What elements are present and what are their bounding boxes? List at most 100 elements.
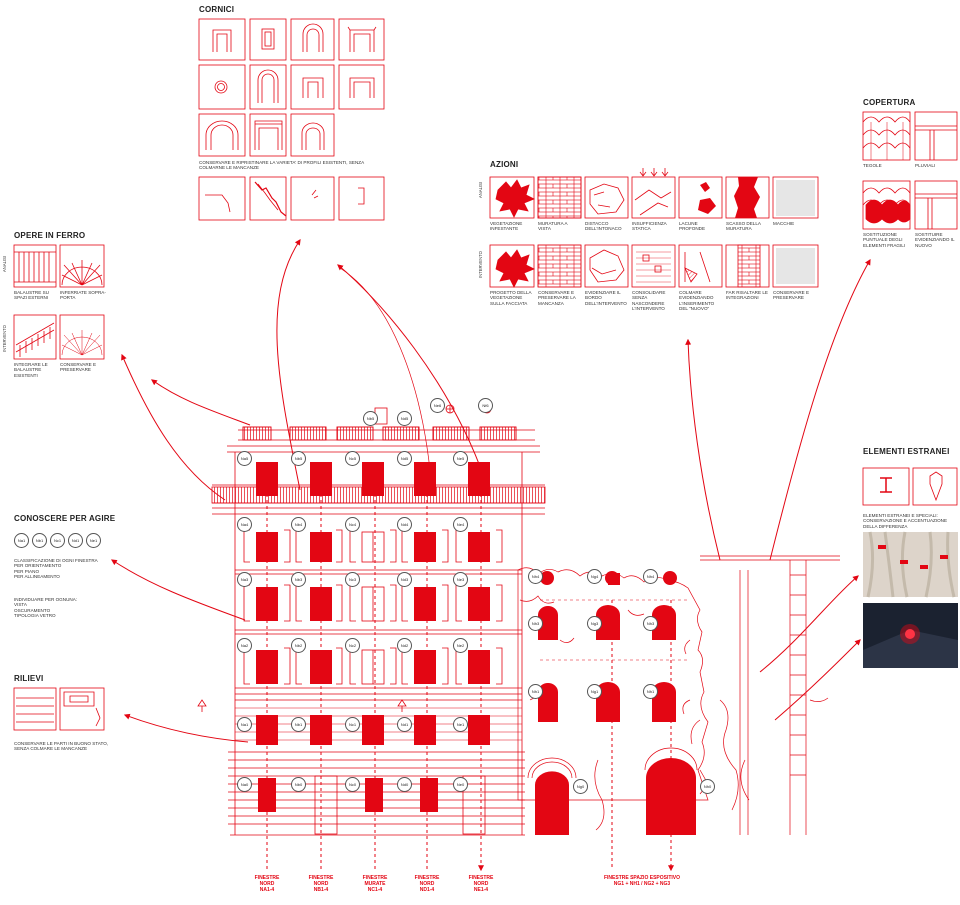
azioni-row-analisi: ANALISI: [478, 181, 483, 198]
text-line: OSCURAMENTO: [14, 607, 51, 613]
window-badge: Nd2: [397, 638, 412, 653]
bottom-label-line: FINESTRE: [308, 875, 334, 881]
azioni-intervento-3: EVIDENZIARE IL BORDO DELL'INTERVENTO: [585, 290, 627, 306]
azioni-analisi-1: VEGETAZIONE INFESTANTE: [490, 221, 523, 232]
azioni-intervento-7: CONSERVARE E PRESERVARE: [773, 290, 810, 301]
window-badge: Ne3: [453, 572, 468, 587]
window-badge: Nb5: [291, 451, 306, 466]
copertura-tile-4: SOSTITUIRE EVIDENZIANDO IL NUOVO: [915, 232, 955, 248]
azioni-intervento-1: PROGETTO DELLA VEGETAZIONE SULLA FACCIAT…: [490, 290, 532, 306]
badge: Nb1: [32, 533, 47, 548]
azioni-grid: [489, 168, 819, 288]
photo-night: [863, 603, 958, 668]
window-badge: Nb0: [291, 777, 306, 792]
badge: Nd1: [68, 533, 83, 548]
window-badge: Nh1: [528, 684, 543, 699]
conoscere-badges: Na1 Nb1 Nc1 Nd1 Ne1: [14, 533, 101, 548]
elementi-caption: ELEMENTI ESTRANEI E SPECIALI: CONSERVAZI…: [863, 513, 948, 529]
window-badge: Ne4: [453, 517, 468, 532]
window-badge: Nb1: [291, 717, 306, 732]
bottom-label-line: NORD: [419, 880, 435, 887]
conoscere-title: CONOSCERE PER AGIRE: [14, 514, 116, 523]
bottom-label-line: Nd1-4: [419, 886, 435, 893]
window-badge: Nd3: [397, 572, 412, 587]
text-line: INDIVIDUARE PER OGNUNA:: [14, 597, 78, 602]
azioni-row-intervento: INTERVENTO: [478, 251, 483, 278]
bottom-label-line: Nc1-4: [367, 886, 383, 893]
roof-badge: Nf6: [478, 398, 493, 413]
badge: Ne1: [86, 533, 101, 548]
text-line: PER ORIENTAMENTO: [14, 563, 62, 569]
rilievi-title: RILIEVI: [14, 674, 44, 683]
cornici-caption: CONSERVARE E RIPRISTINARE LA VARIETA' DI…: [199, 160, 364, 171]
roof-badge: Nb5: [363, 411, 378, 426]
bottom-label-line: NORD: [473, 880, 489, 887]
azioni-analisi-3: DISTACCO DELL'INTONACO: [585, 221, 622, 232]
bottom-label: FINESTRENORDNe1-4: [466, 875, 496, 893]
text-line: PER ALLINEAMENTO: [14, 573, 60, 579]
bottom-label: FINESTRENORDNd1-4: [412, 875, 442, 893]
window-badge: Nd5: [397, 451, 412, 466]
azioni-analisi-7: MACCHIE: [773, 221, 795, 226]
azioni-intervento-5: COLMARE EVIDENZIANDO L'INSERIMENTO DEL "…: [679, 290, 715, 311]
window-badge: Nc3: [345, 572, 360, 587]
window-badge: Nd0: [397, 777, 412, 792]
window-badge: Nh0: [700, 779, 715, 794]
facade-right-windows: [535, 571, 696, 835]
window-badge: Nh3: [643, 616, 658, 631]
bottom-label-line: FINESTRE: [414, 875, 440, 881]
ferro-grid: [13, 244, 105, 360]
bottom-label-line: FINESTRE SPAZIO ESPOSITIVO: [603, 875, 681, 881]
copertura-title: COPERTURA: [863, 98, 916, 107]
bottom-label: FINESTRENORDNa1-4: [252, 875, 282, 893]
window-badge: Nh4: [643, 569, 658, 584]
ferro-analisi-2: INFERRIATE SOPRA-PORTA: [60, 290, 106, 301]
window-badge: Nb2: [291, 638, 306, 653]
window-badge: Ne0: [453, 777, 468, 792]
bottom-label: FINESTRENORDNb1-4: [306, 875, 336, 893]
roof-badge: Ne6: [430, 398, 445, 413]
ferro-row-intervento: INTERVENTO: [2, 325, 7, 352]
window-badge: Ng3: [587, 616, 602, 631]
text-line: CLASSIFICAZIONE DI OGNI FINESTRA: [14, 558, 98, 563]
window-badge: Nc4: [345, 517, 360, 532]
copertura-grid: [862, 111, 958, 230]
copertura-tile-2: PLUVIALI: [915, 163, 936, 168]
bottom-label-line: NORD: [259, 880, 275, 887]
window-badge: Na2: [237, 638, 252, 653]
text-line: VISTA: [14, 602, 27, 608]
bottom-label-line: NORD: [313, 880, 329, 887]
window-badge: Ne5: [453, 451, 468, 466]
window-badge: Ng0: [573, 779, 588, 794]
cornici-grid: [198, 18, 385, 221]
window-badge: Nh3: [528, 616, 543, 631]
arrows: [110, 239, 871, 743]
copertura-tile-3: SOSTITUZIONE PUNTUALE DEGLI ELEMENTI FRA…: [863, 232, 906, 248]
azioni-intervento-2: CONSERVARE E PRESERVARE LA MANCANZA: [538, 290, 576, 306]
elementi-title: ELEMENTI ESTRANEI: [863, 447, 950, 456]
text-line: TIPOLOGIA VETRO: [14, 612, 56, 618]
window-badge: Ne1: [453, 717, 468, 732]
azioni-analisi-2: MURATURA A VISTA: [538, 221, 568, 232]
ferro-analisi-1: BALAUSTRE SU SPAZI ESTERNI: [14, 290, 49, 301]
badge: Na1: [14, 533, 29, 548]
bottom-label-line: Ne1-4: [473, 886, 489, 893]
conoscere-text1: CLASSIFICAZIONE DI OGNI FINESTRA PER ORI…: [14, 558, 98, 579]
photo-facade: [863, 531, 958, 598]
window-badge: Na5: [237, 451, 252, 466]
ferro-row-analisi: ANALISI: [2, 255, 7, 272]
window-badge: Nc0: [345, 777, 360, 792]
window-badge: Nc1: [345, 717, 360, 732]
roof-badge: Nd5: [397, 411, 412, 426]
window-badge: Ng1: [587, 684, 602, 699]
bottom-label-line: FINESTRE: [254, 875, 280, 881]
azioni-analisi-6: SCASSO DELLA MURATURA: [726, 221, 761, 232]
window-badge: Na1: [237, 717, 252, 732]
window-badge: Nb3: [291, 572, 306, 587]
window-badge: Na3: [237, 572, 252, 587]
window-badge: Nh1: [643, 684, 658, 699]
azioni-analisi-4: INSUFFICIENZA STATICA: [632, 221, 667, 232]
ferro-title: OPERE IN FERRO: [14, 231, 86, 240]
copertura-tile-1: TEGOLE: [863, 163, 882, 168]
